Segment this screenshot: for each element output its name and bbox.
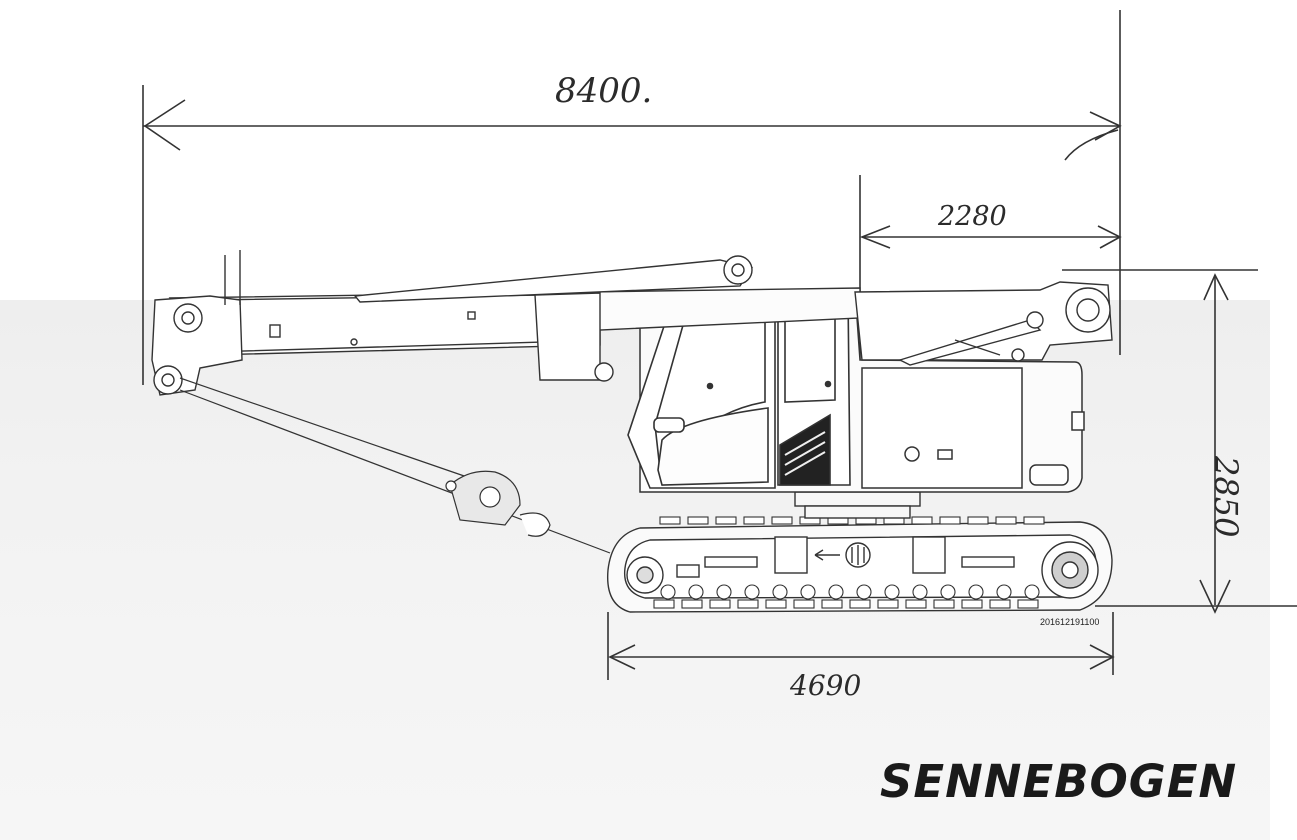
label-height: 2850 bbox=[1207, 455, 1245, 537]
label-track-length: 4690 bbox=[789, 669, 861, 702]
track-roller bbox=[996, 584, 1012, 600]
dimension-height bbox=[1062, 269, 1297, 614]
track-roller bbox=[772, 584, 788, 600]
boom-head bbox=[151, 250, 243, 396]
track-link-top bbox=[715, 516, 737, 525]
track-link-bottom bbox=[793, 599, 815, 609]
track-link-top bbox=[771, 516, 793, 525]
track-link-bottom bbox=[1017, 599, 1039, 609]
track-roller bbox=[716, 584, 732, 600]
track-link-bottom bbox=[877, 599, 899, 609]
track-link-bottom bbox=[681, 599, 703, 609]
track-link-bottom bbox=[821, 599, 843, 609]
track-roller bbox=[828, 584, 844, 600]
track-links bbox=[653, 516, 1045, 609]
scan-edge bbox=[1270, 300, 1297, 840]
label-overall-length: 8400. bbox=[555, 71, 652, 111]
dimension-overall-length bbox=[142, 10, 1122, 385]
boom-strut bbox=[353, 255, 754, 303]
crawler-track bbox=[606, 521, 1113, 613]
track-roller bbox=[744, 584, 760, 600]
telescopic-boom bbox=[168, 287, 861, 382]
track-link-top bbox=[911, 516, 933, 525]
track-roller bbox=[856, 584, 872, 600]
dimension-track-length bbox=[607, 612, 1115, 680]
track-link-top bbox=[743, 516, 765, 525]
track-roller bbox=[940, 584, 956, 600]
serial-number: 201612191100 bbox=[1040, 617, 1099, 627]
sennebogen-logo: SENNEBOGEN bbox=[880, 755, 1237, 808]
operator-cab bbox=[627, 292, 851, 489]
slewing-base bbox=[794, 491, 921, 519]
rear-mast bbox=[854, 281, 1113, 366]
track-roller bbox=[912, 584, 928, 600]
track-link-bottom bbox=[709, 599, 731, 609]
track-link-bottom bbox=[765, 599, 787, 609]
track-link-bottom bbox=[989, 599, 1011, 609]
label-rear-to-mast: 2280 bbox=[937, 201, 1007, 232]
track-link-top bbox=[1023, 516, 1045, 525]
track-link-top bbox=[967, 516, 989, 525]
track-roller bbox=[800, 584, 816, 600]
track-roller bbox=[688, 584, 704, 600]
track-link-bottom bbox=[849, 599, 871, 609]
track-link-top bbox=[939, 516, 961, 525]
track-link-bottom bbox=[653, 599, 675, 609]
track-link-bottom bbox=[933, 599, 955, 609]
logo-text: SENNEBOGEN bbox=[880, 755, 1237, 808]
track-link-bottom bbox=[905, 599, 927, 609]
track-link-bottom bbox=[737, 599, 759, 609]
track-roller bbox=[968, 584, 984, 600]
hook-block bbox=[179, 377, 611, 554]
track-link-top bbox=[659, 516, 681, 525]
track-link-top bbox=[995, 516, 1017, 525]
track-roller bbox=[1024, 584, 1040, 600]
track-link-top bbox=[687, 516, 709, 525]
track-link-bottom bbox=[961, 599, 983, 609]
track-roller bbox=[660, 584, 676, 600]
track-roller bbox=[884, 584, 900, 600]
